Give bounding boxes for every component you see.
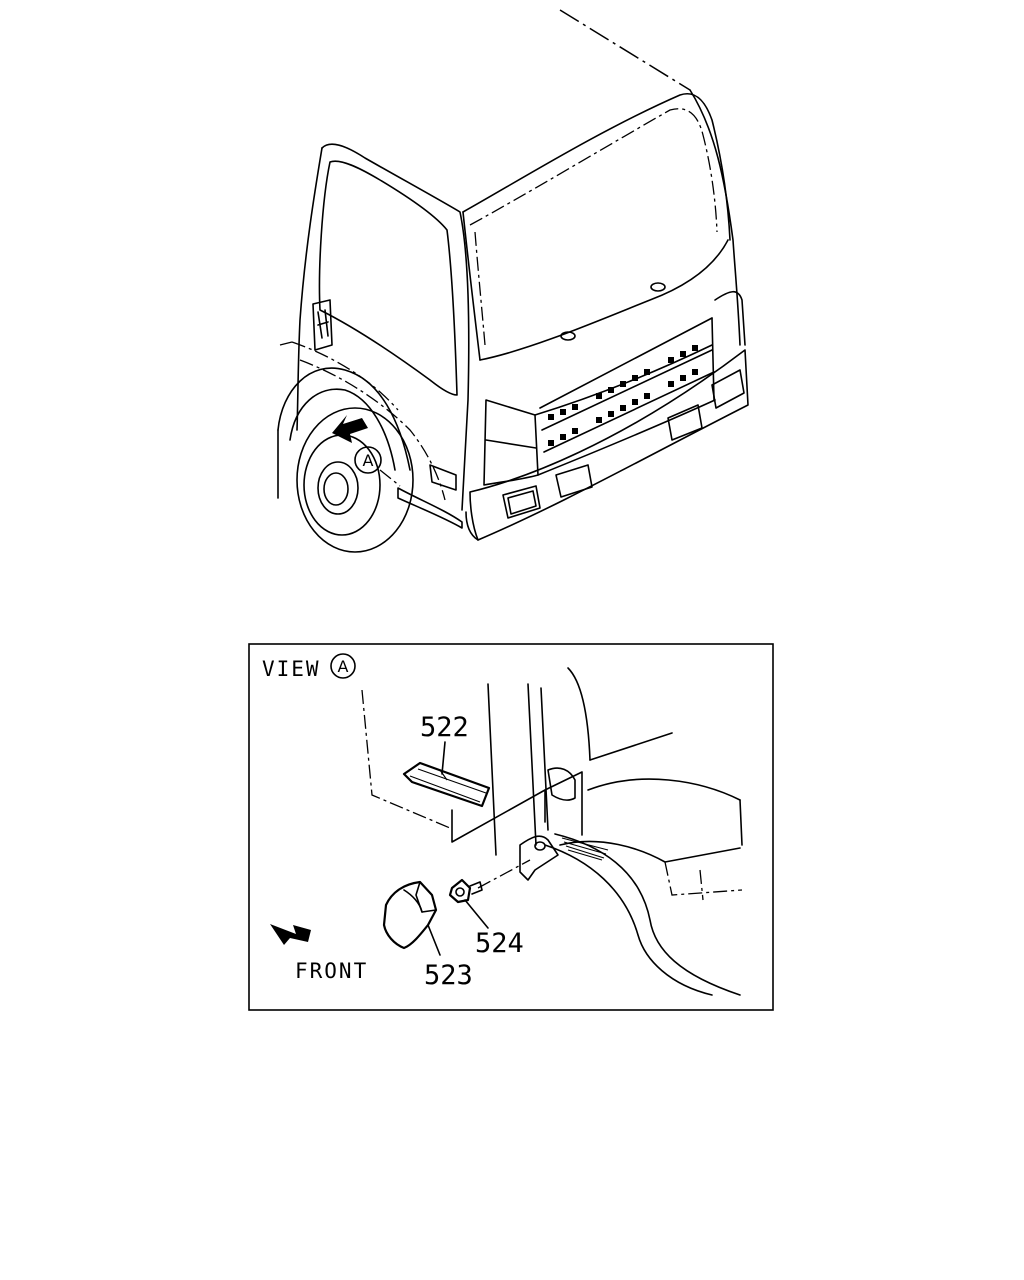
part-label-524: 524 — [475, 928, 524, 959]
view-label-letter: A — [338, 657, 349, 676]
front-label: FRONT — [295, 959, 368, 983]
view-circle-icon — [330, 653, 356, 679]
view-detail-frame — [248, 643, 774, 1011]
truck-cab-illustration — [277, 9, 749, 553]
part-label-522: 522 — [420, 712, 469, 743]
part-label-523: 523 — [424, 960, 473, 991]
front-arrow-icon — [270, 924, 311, 945]
step-pad-522 — [402, 741, 491, 808]
view-label: VIEW — [262, 657, 321, 681]
view-a-illustration — [361, 667, 743, 996]
view-callout-letter: A — [363, 451, 374, 470]
cover-523 — [382, 880, 441, 956]
bolt-524 — [448, 878, 489, 929]
